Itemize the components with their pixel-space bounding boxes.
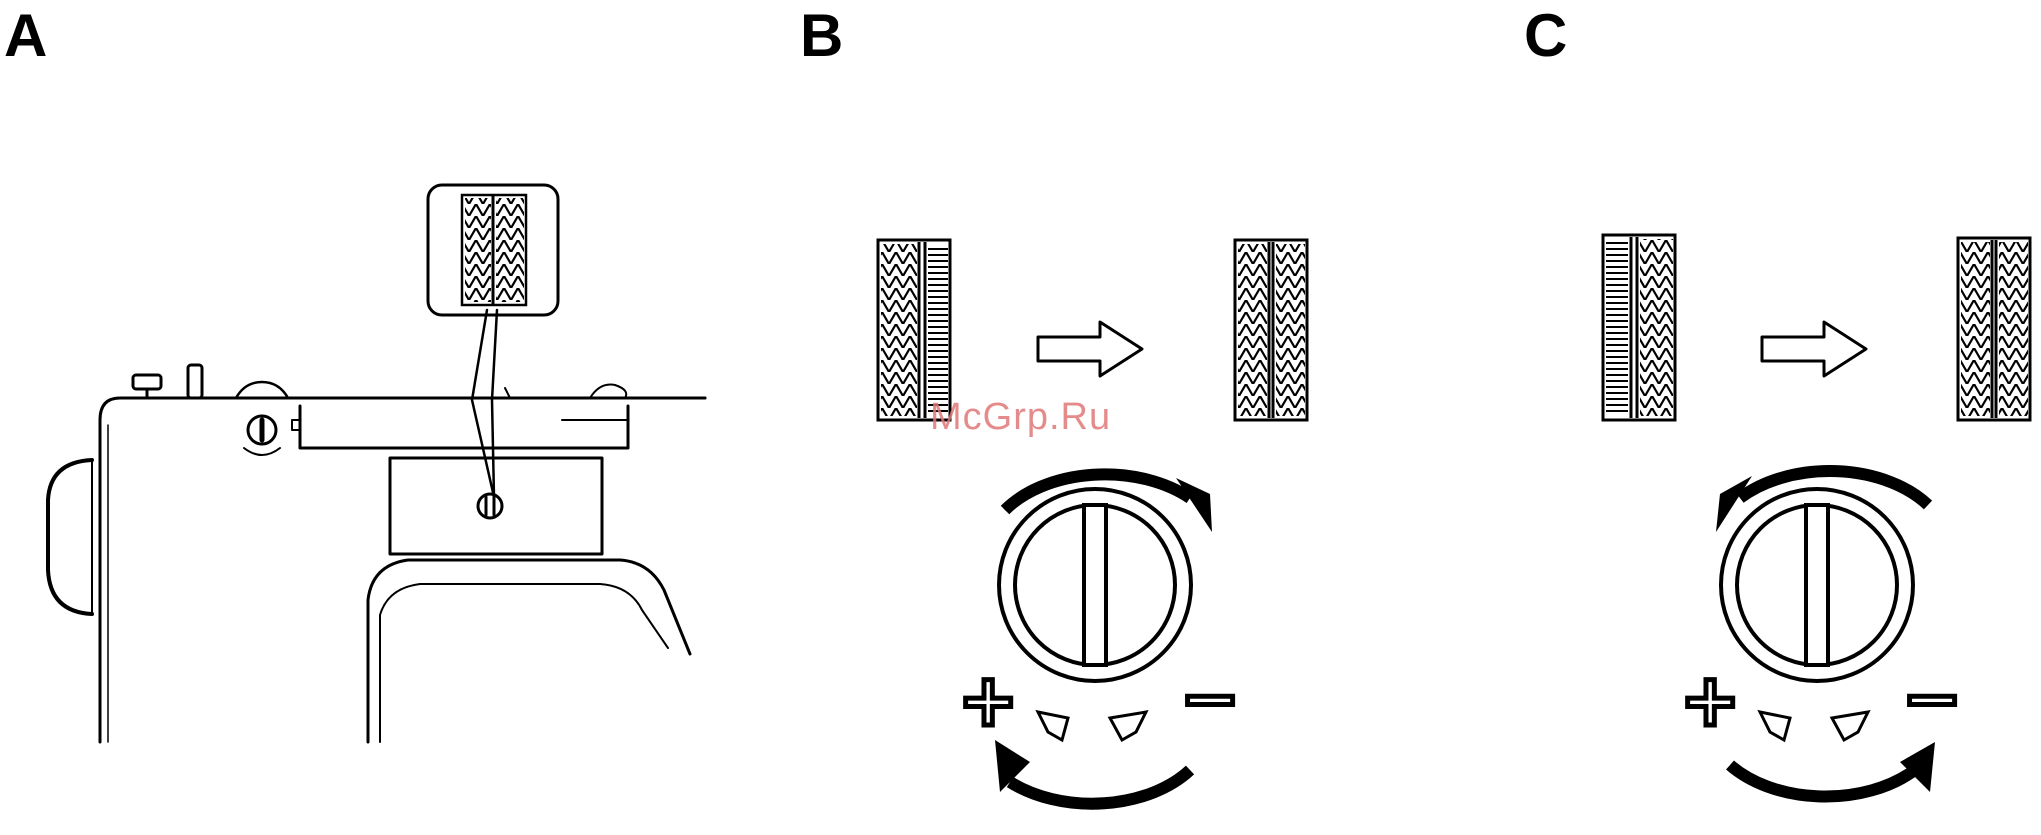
rotation-arrow-bottom-c — [1730, 742, 1935, 797]
stitch-sample-after-b — [1235, 240, 1307, 420]
panel-label-a: A — [4, 6, 47, 66]
plus-sign-c: + — [1680, 664, 1740, 736]
minus-sign-b: − — [1180, 662, 1240, 734]
change-arrow-icon — [1762, 322, 1866, 376]
stitch-magnifier-sample — [462, 195, 526, 305]
change-arrow-icon — [1038, 322, 1142, 376]
rotation-arrow-clockwise-top-b — [1005, 474, 1212, 532]
plus-sign-b: + — [958, 664, 1018, 736]
stitch-sample-after-c — [1958, 238, 2030, 420]
sewing-machine-illustration — [48, 185, 705, 742]
rotation-arrow-bottom-b — [995, 740, 1190, 804]
adjustment-dial-c — [1721, 489, 1913, 740]
stitch-sample-before-b — [878, 240, 950, 420]
watermark: McGrp.Ru — [930, 396, 1111, 439]
minus-sign-c: − — [1902, 662, 1962, 734]
panel-label-b: B — [800, 6, 843, 66]
panel-label-c: C — [1524, 6, 1567, 66]
stitch-sample-before-c — [1603, 235, 1675, 420]
adjustment-dial-b — [999, 489, 1191, 740]
